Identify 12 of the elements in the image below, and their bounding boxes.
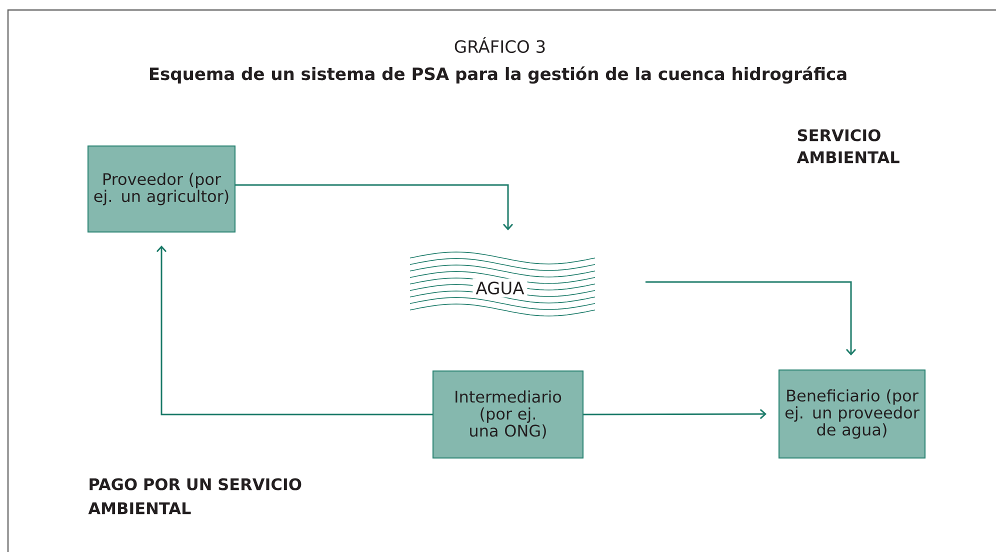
arrow bbox=[584, 408, 767, 420]
title: Esquema de un sistema de PSA para la gestión de la cuenca hidrográfica bbox=[150, 66, 846, 84]
process-box: Beneficiario (por ej. un proveedor de agua) bbox=[778, 370, 926, 458]
process-box: Proveedor (por ej. un agricultor) bbox=[88, 146, 236, 232]
arrow bbox=[236, 184, 514, 230]
section-label: SERVICIO AMBIENTAL bbox=[796, 129, 900, 164]
water-label: AGUA bbox=[472, 278, 528, 298]
arrow bbox=[156, 246, 432, 416]
process-box: Intermediario (por ej. una ONG) bbox=[432, 370, 584, 458]
section-label: PAGO POR UN SERVICIO AMBIENTAL bbox=[88, 478, 302, 514]
figure-number: GRÁFICO 3 bbox=[454, 37, 545, 53]
arrow bbox=[646, 281, 856, 356]
